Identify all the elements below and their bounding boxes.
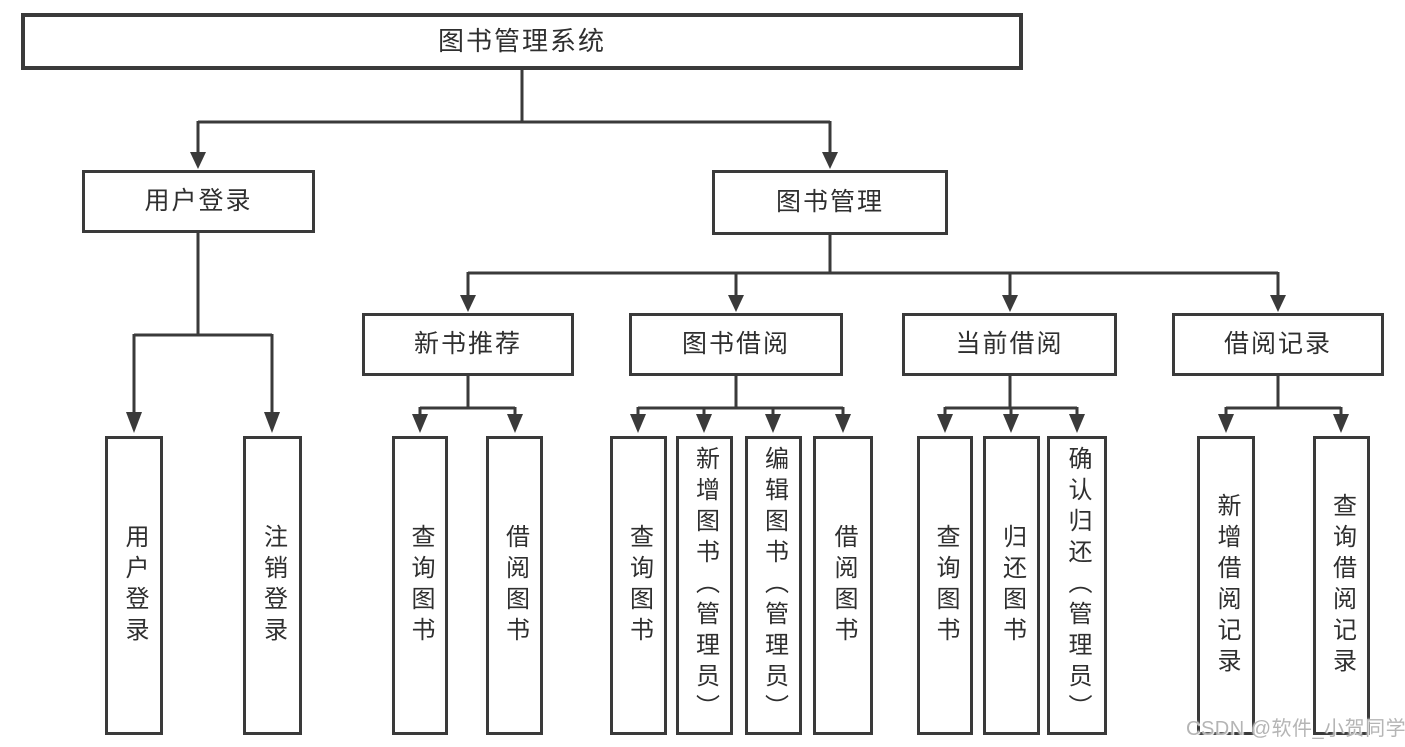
connector-current-borrow-to-leaves xyxy=(937,376,1085,433)
leaf-add-book-admin: 新增图书（管理员） xyxy=(676,436,733,735)
leaf-edit-book-admin: 编辑图书（管理员） xyxy=(745,436,802,735)
leaf-logout: 注销登录 xyxy=(243,436,302,735)
leaf-confirm-return: 确认归还（管理员） xyxy=(1047,436,1107,735)
connector-book-borrow-to-leaves xyxy=(630,376,851,433)
connector-book-mgmt-to-level3 xyxy=(460,235,1286,312)
leaf-return-book: 归还图书 xyxy=(983,436,1040,735)
connector-borrow-records-to-leaves xyxy=(1218,376,1349,433)
csdn-watermark: CSDN @软件_小贺同学 xyxy=(1186,718,1405,740)
leaf-borrow-book-1: 借阅图书 xyxy=(486,436,543,735)
connector-new-book-to-leaves xyxy=(412,376,523,433)
node-book-management: 图书管理 xyxy=(712,170,948,235)
leaf-borrow-book-2: 借阅图书 xyxy=(813,436,873,735)
leaf-query-book-2: 查询图书 xyxy=(610,436,667,735)
node-user-login: 用户登录 xyxy=(82,170,315,233)
connector-root-to-level2 xyxy=(190,70,838,169)
leaf-query-book-1: 查询图书 xyxy=(392,436,448,735)
leaf-query-record: 查询借阅记录 xyxy=(1313,436,1370,735)
node-book-borrow: 图书借阅 xyxy=(629,313,843,376)
leaf-query-book-3: 查询图书 xyxy=(917,436,973,735)
node-current-borrow: 当前借阅 xyxy=(902,313,1117,376)
node-root-system: 图书管理系统 xyxy=(21,13,1023,70)
node-borrow-records: 借阅记录 xyxy=(1172,313,1384,376)
connector-user-login-to-leaves xyxy=(126,233,280,433)
leaf-add-record: 新增借阅记录 xyxy=(1197,436,1255,735)
leaf-user-login: 用户登录 xyxy=(105,436,163,735)
node-new-book-recommend: 新书推荐 xyxy=(362,313,574,376)
